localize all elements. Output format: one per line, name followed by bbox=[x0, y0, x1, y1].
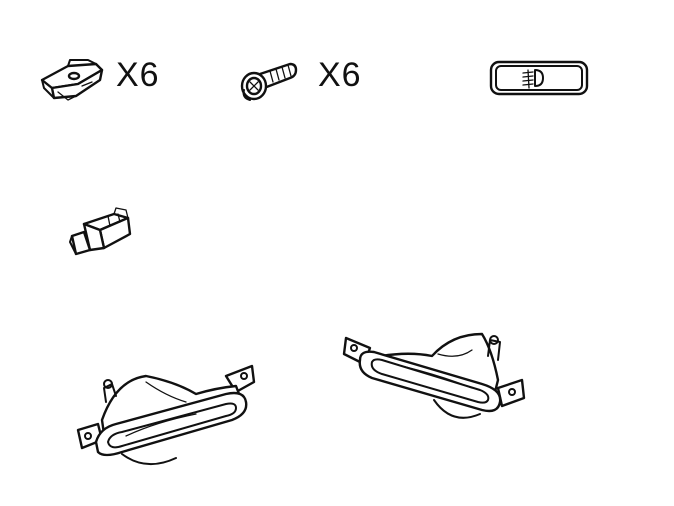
clip-quantity-label: X6 bbox=[116, 56, 160, 94]
fog-lamp-right-icon bbox=[342, 330, 528, 438]
screw-quantity-label: X6 bbox=[318, 56, 362, 94]
flange-screw-icon bbox=[238, 60, 300, 104]
wire-connector-icon bbox=[66, 206, 138, 260]
fog-lamp-left-icon bbox=[76, 362, 260, 470]
u-nut-clip-icon bbox=[38, 56, 110, 106]
fog-light-switch-icon bbox=[489, 60, 589, 96]
